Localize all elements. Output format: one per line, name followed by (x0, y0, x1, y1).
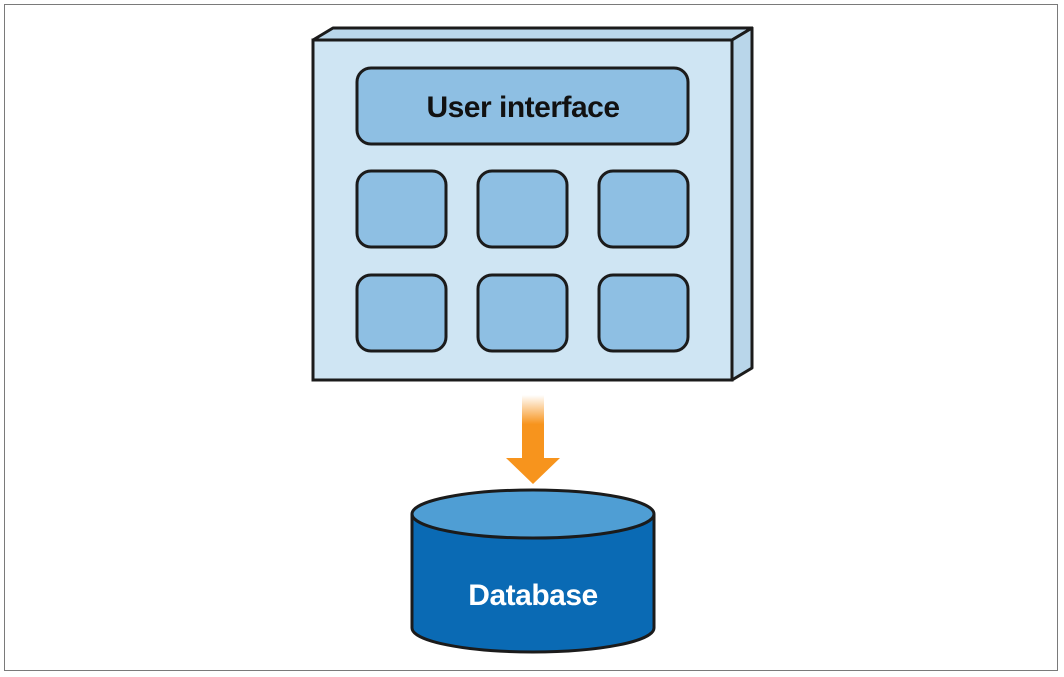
module-box (355, 273, 448, 353)
database-cylinder: Database (410, 488, 656, 654)
application-box: User interface (311, 26, 754, 382)
application-box-top-face (311, 26, 754, 42)
database-top (410, 488, 656, 540)
module-box (597, 169, 690, 249)
database-label: Database (468, 579, 597, 612)
application-box-side-face (730, 26, 754, 382)
module-box (476, 273, 569, 353)
user-interface-block: User interface (355, 66, 690, 146)
module-box (476, 169, 569, 249)
database-body (410, 514, 656, 654)
module-box (355, 169, 448, 249)
user-interface-label: User interface (426, 91, 619, 124)
module-grid (355, 169, 690, 353)
down-arrow-icon (506, 395, 560, 484)
module-box (597, 273, 690, 353)
user-interface-box (355, 66, 690, 146)
